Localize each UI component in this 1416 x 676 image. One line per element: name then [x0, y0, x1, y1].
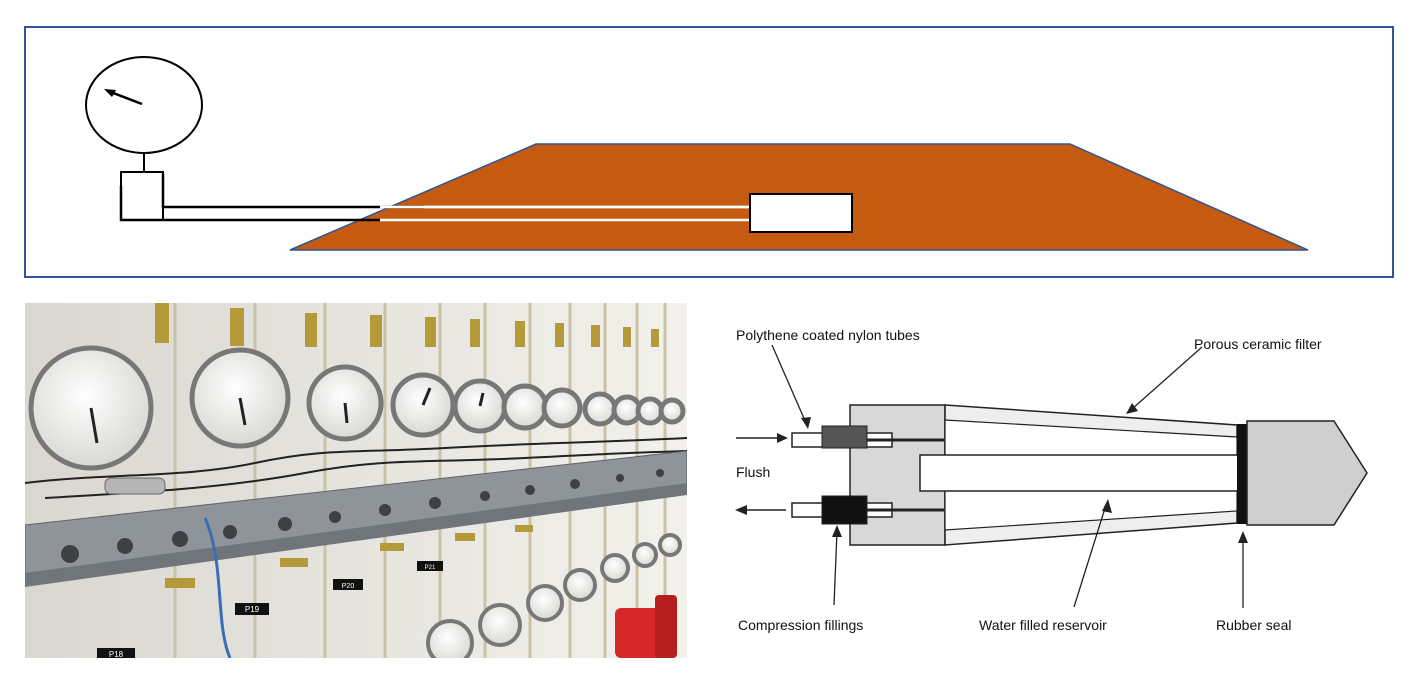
rubber-seal [1237, 424, 1247, 524]
piezometer-tip [749, 193, 853, 233]
water-reservoir [919, 454, 1269, 492]
svg-text:P19: P19 [245, 605, 260, 614]
label-filter: Porous ceramic filter [1194, 336, 1322, 352]
piezometer-cross-section: Polythene coated nylon tubes Porous cera… [735, 327, 1368, 633]
leader-arrowheads [801, 403, 1248, 543]
gauge-needles [89, 387, 485, 444]
embankment-schematic [24, 26, 1394, 278]
rail-holes [61, 469, 664, 563]
gauge-tags: P18 P19 P20 P21 [97, 561, 443, 658]
lower-gauges [426, 533, 682, 658]
red-canister [615, 595, 677, 658]
brass-valves [155, 303, 659, 347]
cone-tip [1246, 420, 1368, 526]
nylon-tubes [791, 425, 944, 525]
svg-text:P21: P21 [425, 565, 436, 571]
label-flush: Flush [736, 464, 770, 480]
svg-text:P18: P18 [109, 650, 124, 658]
leader-lines [771, 344, 1244, 608]
svg-text:P20: P20 [342, 583, 355, 590]
piezometer-tubing [119, 174, 750, 222]
readout-unit [120, 171, 164, 221]
gauge-panel-photo: P18 P19 P20 P21 [25, 303, 687, 658]
pressure-gauge-icon [85, 56, 203, 172]
label-tubes: Polythene coated nylon tubes [736, 327, 920, 343]
flush-in-arrow [736, 433, 788, 443]
label-fittings: Compression fillings [738, 617, 863, 633]
label-seal: Rubber seal [1216, 617, 1292, 633]
steel-rail [25, 450, 687, 584]
label-reservoir: Water filled reservoir [979, 617, 1107, 633]
flush-out-arrow [735, 505, 786, 515]
lower-valves [165, 525, 533, 588]
sensor [104, 477, 166, 495]
blue-cable [203, 517, 232, 658]
